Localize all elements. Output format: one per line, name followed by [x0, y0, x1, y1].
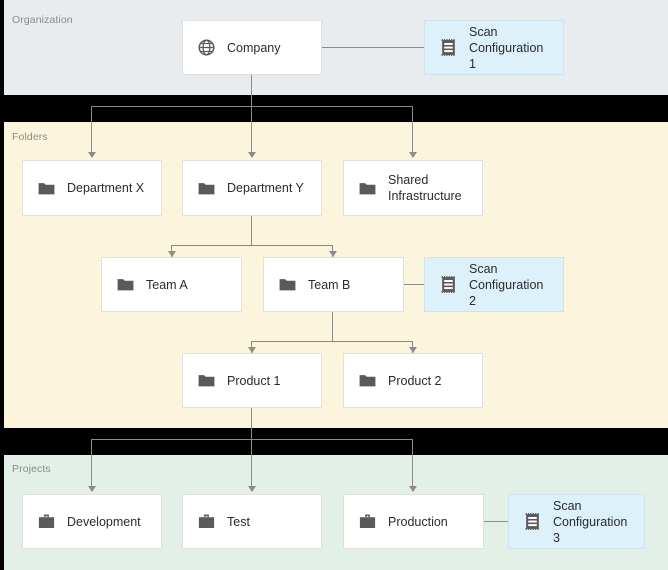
- node-scan-configuration-2[interactable]: Scan Configuration 2: [424, 257, 564, 312]
- scan-configuration-icon: [441, 275, 455, 294]
- node-development[interactable]: Development: [22, 494, 162, 549]
- folder-icon: [359, 375, 376, 387]
- edge-to-department-x: [91, 106, 93, 156]
- node-product-1[interactable]: Product 1: [182, 353, 322, 408]
- node-product-2-label: Product 2: [388, 373, 442, 388]
- node-team-b[interactable]: Team B: [263, 257, 404, 312]
- node-company-label: Company: [227, 40, 281, 55]
- edge-company-down: [251, 75, 253, 107]
- node-scan-configuration-1-label: Scan Configuration 1: [469, 24, 544, 71]
- scan-configuration-icon: [525, 512, 539, 531]
- arrow-product-1: [247, 347, 256, 353]
- node-department-y[interactable]: Department Y: [182, 160, 322, 216]
- edge-production-to-scan-config-3: [484, 521, 508, 523]
- edge-to-test: [251, 439, 253, 489]
- node-scan-configuration-3-label: Scan Configuration 3: [553, 498, 628, 545]
- folder-icon: [38, 182, 55, 194]
- briefcase-icon: [38, 514, 55, 528]
- node-scan-configuration-3[interactable]: Scan Configuration 3: [508, 494, 645, 549]
- folder-icon: [117, 279, 134, 291]
- arrow-department-y: [247, 152, 256, 158]
- node-scan-configuration-1[interactable]: Scan Configuration 1: [424, 20, 564, 75]
- node-test-label: Test: [227, 514, 250, 529]
- node-product-2[interactable]: Product 2: [343, 353, 483, 408]
- arrow-shared-infrastructure: [408, 152, 417, 158]
- node-shared-infrastructure-label: Shared Infrastructure: [388, 173, 462, 203]
- briefcase-icon: [359, 514, 376, 528]
- node-department-x[interactable]: Department X: [22, 160, 162, 216]
- node-production-label: Production: [388, 514, 448, 529]
- node-company[interactable]: Company: [182, 20, 322, 75]
- folder-icon: [279, 279, 296, 291]
- node-department-y-label: Department Y: [227, 181, 304, 195]
- folder-icon: [198, 375, 215, 387]
- folder-icon: [198, 182, 215, 194]
- arrow-product-2: [408, 347, 417, 353]
- node-product-1-label: Product 1: [227, 373, 281, 388]
- edge-to-shared-infrastructure: [412, 106, 414, 156]
- node-scan-configuration-2-label: Scan Configuration 2: [469, 261, 544, 308]
- node-production[interactable]: Production: [343, 494, 484, 549]
- edge-to-production: [412, 439, 414, 489]
- arrow-test: [247, 486, 256, 492]
- briefcase-icon: [198, 514, 215, 528]
- edge-teams-bus: [171, 245, 333, 247]
- arrow-team-b: [328, 251, 337, 257]
- edge-to-department-y: [251, 106, 253, 156]
- arrow-production: [408, 486, 417, 492]
- node-development-label: Development: [67, 514, 141, 529]
- node-department-x-label: Department X: [67, 181, 145, 195]
- folder-icon: [359, 182, 376, 194]
- edge-team-b-to-scan-config-2: [404, 284, 424, 286]
- arrow-department-x: [87, 152, 96, 158]
- edge-product-1-down: [251, 408, 253, 440]
- projects-section-label: Projects: [12, 463, 51, 475]
- node-test[interactable]: Test: [182, 494, 322, 549]
- folders-section-label: Folders: [12, 131, 48, 143]
- organization-section-label: Organization: [12, 14, 73, 26]
- edge-company-to-scan-config-1: [322, 47, 424, 49]
- edge-department-y-down: [251, 216, 253, 246]
- node-team-a-label: Team A: [146, 277, 188, 292]
- arrow-development: [87, 486, 96, 492]
- scan-configuration-icon: [441, 38, 455, 57]
- arrow-team-a: [167, 251, 176, 257]
- node-shared-infrastructure[interactable]: Shared Infrastructure: [343, 160, 483, 216]
- node-team-a[interactable]: Team A: [101, 257, 242, 312]
- edge-team-b-down: [332, 312, 334, 342]
- edge-products-bus: [251, 341, 413, 343]
- edge-to-development: [91, 439, 93, 489]
- node-team-b-label: Team B: [308, 277, 351, 292]
- globe-icon: [198, 39, 215, 56]
